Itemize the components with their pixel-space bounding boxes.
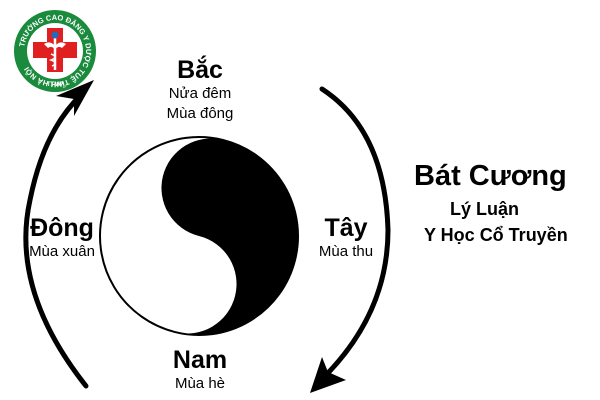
yang-dot (176, 273, 199, 296)
west-label-group: Tây Mùa thu (296, 214, 396, 262)
right-arrow-icon (310, 86, 391, 393)
heading-group: Bát Cương Lý Luận Y Học Cổ Truyền (414, 160, 600, 248)
logo-bottom-text: TTMP (47, 82, 63, 88)
east-detail-1: Mùa xuân (29, 243, 95, 260)
east-label-group: Đông Mùa xuân (12, 214, 112, 262)
north-detail-1: Nửa đêm (168, 85, 232, 102)
west-detail-1: Mùa thu (318, 243, 374, 260)
yin-yang-icon (99, 136, 299, 336)
direction-south: Nam (172, 346, 228, 374)
school-logo: TRƯỜNG CAO ĐẲNG Y DƯỢC TUỆ TĨNH HÀ NỘI T… (14, 10, 96, 92)
yin-yang-outline (99, 136, 299, 336)
left-arrow-icon (23, 80, 94, 389)
heading-line-2: Y Học Cổ Truyền (424, 225, 568, 245)
logo-cross-icon (33, 28, 77, 72)
south-label-group: Nam Mùa hè (140, 346, 260, 394)
north-detail-2: Mùa đông (166, 105, 234, 122)
direction-west: Tây (324, 214, 368, 242)
north-label-group: Bắc Nửa đêm Mùa đông (140, 56, 260, 124)
direction-east: Đông (30, 214, 94, 242)
south-detail-1: Mùa hè (174, 375, 226, 392)
direction-north: Bắc (177, 56, 223, 84)
yang-half (100, 137, 237, 334)
heading-line-1: Lý Luận (450, 199, 520, 219)
heading-title: Bát Cương (414, 160, 567, 192)
yin-dot (198, 175, 223, 200)
